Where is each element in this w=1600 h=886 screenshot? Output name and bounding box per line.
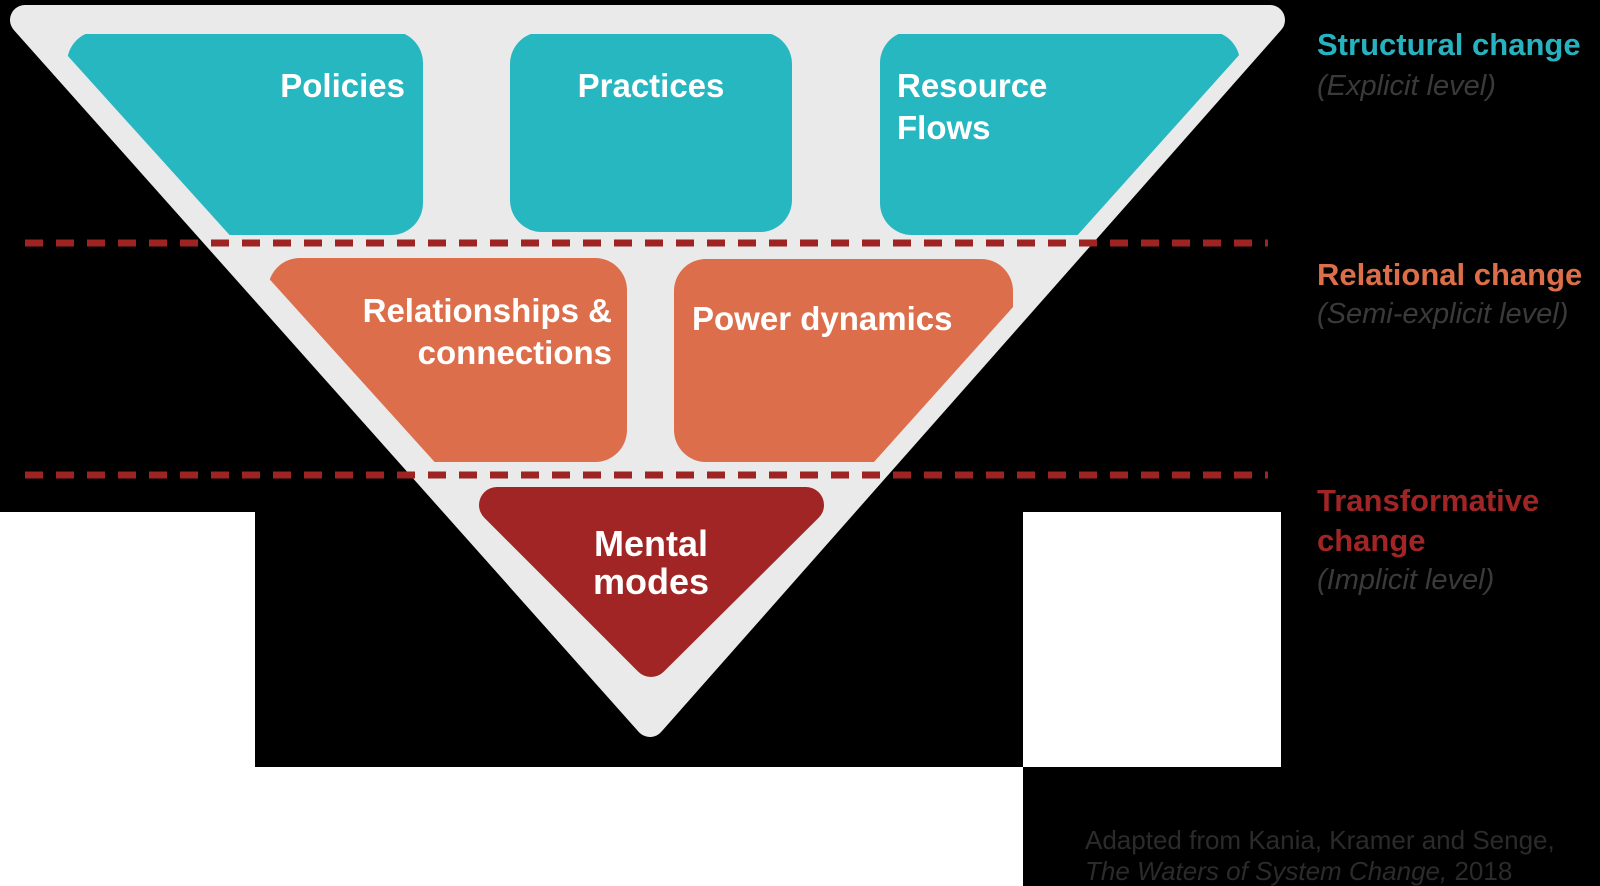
relational-change-title: Relational change (1317, 257, 1582, 292)
structural-change-title: Structural change (1317, 27, 1581, 62)
attribution-line1: Adapted from Kania, Kramer and Senge, (1085, 825, 1555, 855)
attribution-line2: The Waters of System Change, 2018 (1085, 856, 1512, 886)
resource-flows-label-line2: Flows (897, 109, 991, 146)
mental-modes-triangle (479, 487, 824, 677)
mental-modes-label-line2: modes (593, 561, 709, 602)
transformative-change-subtitle: (Implicit level) (1317, 564, 1494, 596)
transformative-change-title-line2: change (1317, 523, 1426, 558)
practices-box (510, 34, 792, 232)
relational-change-subtitle: (Semi-explicit level) (1317, 298, 1568, 330)
practices-label: Practices (578, 67, 725, 104)
attribution-year: 2018 (1447, 856, 1512, 886)
white-backdrop-right (1023, 512, 1281, 767)
white-backdrop-bottom (0, 767, 1023, 886)
attribution-work-title: The Waters of System Change, (1085, 856, 1447, 886)
relationships-label-line1: Relationships & (363, 292, 612, 329)
resource-flows-label-line1: Resource (897, 67, 1047, 104)
mental-modes-label-line1: Mental (594, 523, 708, 564)
structural-change-subtitle: (Explicit level) (1317, 70, 1496, 102)
policies-label: Policies (280, 67, 405, 104)
relationships-label-line2: connections (418, 334, 612, 371)
transformative-change-title-line1: Transformative (1317, 483, 1539, 518)
white-backdrop-left (0, 512, 255, 767)
power-dynamics-label: Power dynamics (692, 300, 952, 337)
